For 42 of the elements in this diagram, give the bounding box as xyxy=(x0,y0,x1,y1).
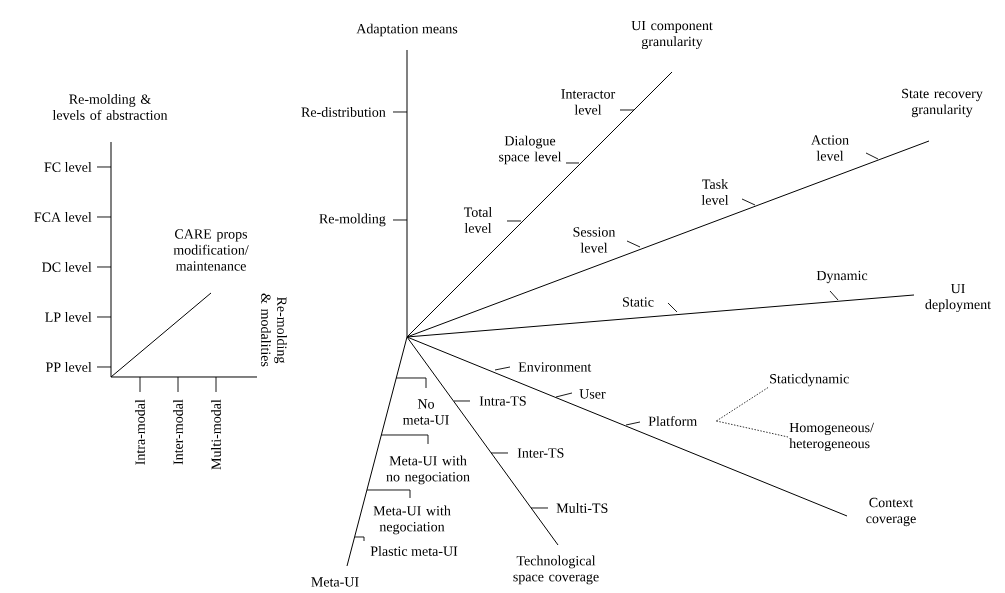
tick-label: Plastic meta-UI xyxy=(370,546,458,556)
tick-label: Dynamic xyxy=(816,270,868,284)
tick-label: LP level xyxy=(45,312,92,322)
tick-label: User xyxy=(579,389,606,399)
tick-label: Environment xyxy=(518,362,592,372)
node-label: Homogeneous/ heterogeneous xyxy=(789,422,874,452)
axis-title: Meta-UI xyxy=(311,577,359,587)
dotted-line xyxy=(716,387,769,422)
tick-label: Re-molding xyxy=(319,213,386,227)
tick-label: Meta-UI with negociation xyxy=(373,505,451,535)
tick-label: PP level xyxy=(45,362,92,372)
tick-label: Re-distribution xyxy=(301,107,386,117)
dotted-line xyxy=(716,420,789,438)
tick-label: No meta-UI xyxy=(403,399,449,425)
tick-label: Static xyxy=(623,297,654,307)
tick-label: Action level xyxy=(811,135,849,161)
axis-title: State recovery granularity xyxy=(902,88,983,118)
tick-label: Session level xyxy=(573,227,616,253)
tick-label: Interactor level xyxy=(561,89,616,115)
axis-title: Context coverage xyxy=(866,497,916,527)
tick-label: FCA level xyxy=(34,212,92,222)
tick-label: Task level xyxy=(701,179,729,205)
tick-label: DC level xyxy=(42,262,92,272)
tick-label: Meta-UI with no negociation xyxy=(386,455,470,485)
tick-label: Inter-modal xyxy=(173,399,183,465)
tick-label: Dialogue space level xyxy=(499,135,562,165)
node-label: Platform xyxy=(648,416,697,426)
tick-label: Intra-modal xyxy=(135,399,145,465)
tick-label: Multi-modal xyxy=(211,399,221,470)
axis-title: Technological space coverage xyxy=(513,555,599,585)
axis-title: Adaptation means xyxy=(356,23,458,37)
axis-title: CARE props modification/ maintenance xyxy=(173,229,249,271)
axis-title: Re-molding & levels of abstraction xyxy=(52,94,168,120)
tick-label: Intra-TS xyxy=(479,396,526,406)
tick-label: Inter-TS xyxy=(517,448,564,458)
tick-label: FC level xyxy=(44,162,92,172)
tick-label: Multi-TS xyxy=(556,503,608,513)
tick-label: Total level xyxy=(463,207,492,233)
axis-title: UI component granularity xyxy=(631,20,713,50)
node-label: Staticdynamic xyxy=(770,373,849,387)
axis-title: Re-molding & modalities xyxy=(261,293,287,367)
axis-title: UI deployment xyxy=(925,283,991,313)
